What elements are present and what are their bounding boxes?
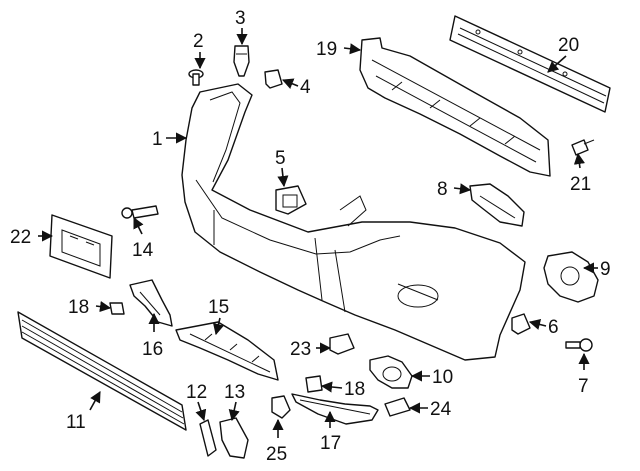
leader-21 xyxy=(573,152,585,169)
part-push-pin-7 xyxy=(565,338,593,352)
leader-11 xyxy=(89,391,101,411)
part-sensor-14 xyxy=(121,205,159,219)
callout-4: 4 xyxy=(300,77,311,98)
leader-8 xyxy=(453,183,472,195)
callout-25: 25 xyxy=(266,444,287,465)
callout-19: 19 xyxy=(316,39,337,60)
part-fog-lamp-cover xyxy=(369,355,413,389)
callout-23: 23 xyxy=(290,339,311,360)
part-energy-absorber xyxy=(359,37,551,177)
part-lower-spoiler xyxy=(291,393,379,425)
callout-6: 6 xyxy=(548,317,559,338)
leader-5 xyxy=(277,167,289,188)
callout-22: 22 xyxy=(10,227,31,248)
part-clip-18-upper xyxy=(109,302,125,315)
leader-19 xyxy=(343,43,362,55)
part-clip-2 xyxy=(188,69,204,86)
leader-lines xyxy=(38,28,598,438)
callout-18-lower: 18 xyxy=(344,379,365,400)
part-license-bracket xyxy=(49,214,113,279)
leader-18-upper xyxy=(95,301,112,313)
part-lamp-bracket-9 xyxy=(543,251,599,303)
leader-14 xyxy=(133,216,144,235)
callout-1: 1 xyxy=(152,129,163,150)
leader-4 xyxy=(281,78,299,89)
callout-18-upper: 18 xyxy=(68,297,89,318)
part-bracket-4 xyxy=(264,69,283,89)
callout-14: 14 xyxy=(132,240,154,261)
leader-18-lower xyxy=(320,381,343,393)
part-sensor-23 xyxy=(329,333,355,355)
part-grille xyxy=(17,311,187,431)
callout-5: 5 xyxy=(275,148,286,169)
callout-labels: 1 2 3 4 5 6 7 8 9 10 11 12 13 14 15 16 1… xyxy=(10,8,611,465)
part-side-bracket-8 xyxy=(469,183,525,227)
callout-3: 3 xyxy=(235,8,246,29)
part-sensor-25 xyxy=(271,395,291,419)
leader-20 xyxy=(547,55,567,73)
part-bumper-cover xyxy=(181,83,526,361)
part-side-support xyxy=(129,279,173,327)
part-connector-3 xyxy=(233,45,250,77)
callout-2: 2 xyxy=(193,31,204,52)
callout-20: 20 xyxy=(558,35,579,56)
part-sensor-retainer xyxy=(275,185,307,215)
callout-16: 16 xyxy=(142,339,163,360)
leader-6 xyxy=(528,319,547,330)
part-lower-absorber xyxy=(175,321,279,381)
leader-12 xyxy=(195,401,207,422)
part-clip-18-lower xyxy=(305,375,323,393)
part-bolt-21 xyxy=(571,139,595,156)
callout-10: 10 xyxy=(432,367,453,388)
callout-7: 7 xyxy=(578,376,589,397)
leader-15 xyxy=(213,317,224,336)
callout-13: 13 xyxy=(224,382,245,403)
callout-15: 15 xyxy=(208,297,229,318)
part-retainer-6 xyxy=(511,313,531,335)
part-cover-13 xyxy=(219,417,249,459)
callout-11: 11 xyxy=(66,412,86,433)
leader-13 xyxy=(228,401,240,422)
callout-12: 12 xyxy=(186,382,207,403)
callout-9: 9 xyxy=(600,259,611,280)
part-pad-24 xyxy=(384,397,411,417)
part-molding-12 xyxy=(199,419,217,457)
callout-21: 21 xyxy=(570,174,591,195)
callout-24: 24 xyxy=(430,399,452,420)
callout-17: 17 xyxy=(320,433,341,454)
callout-8: 8 xyxy=(437,179,448,200)
